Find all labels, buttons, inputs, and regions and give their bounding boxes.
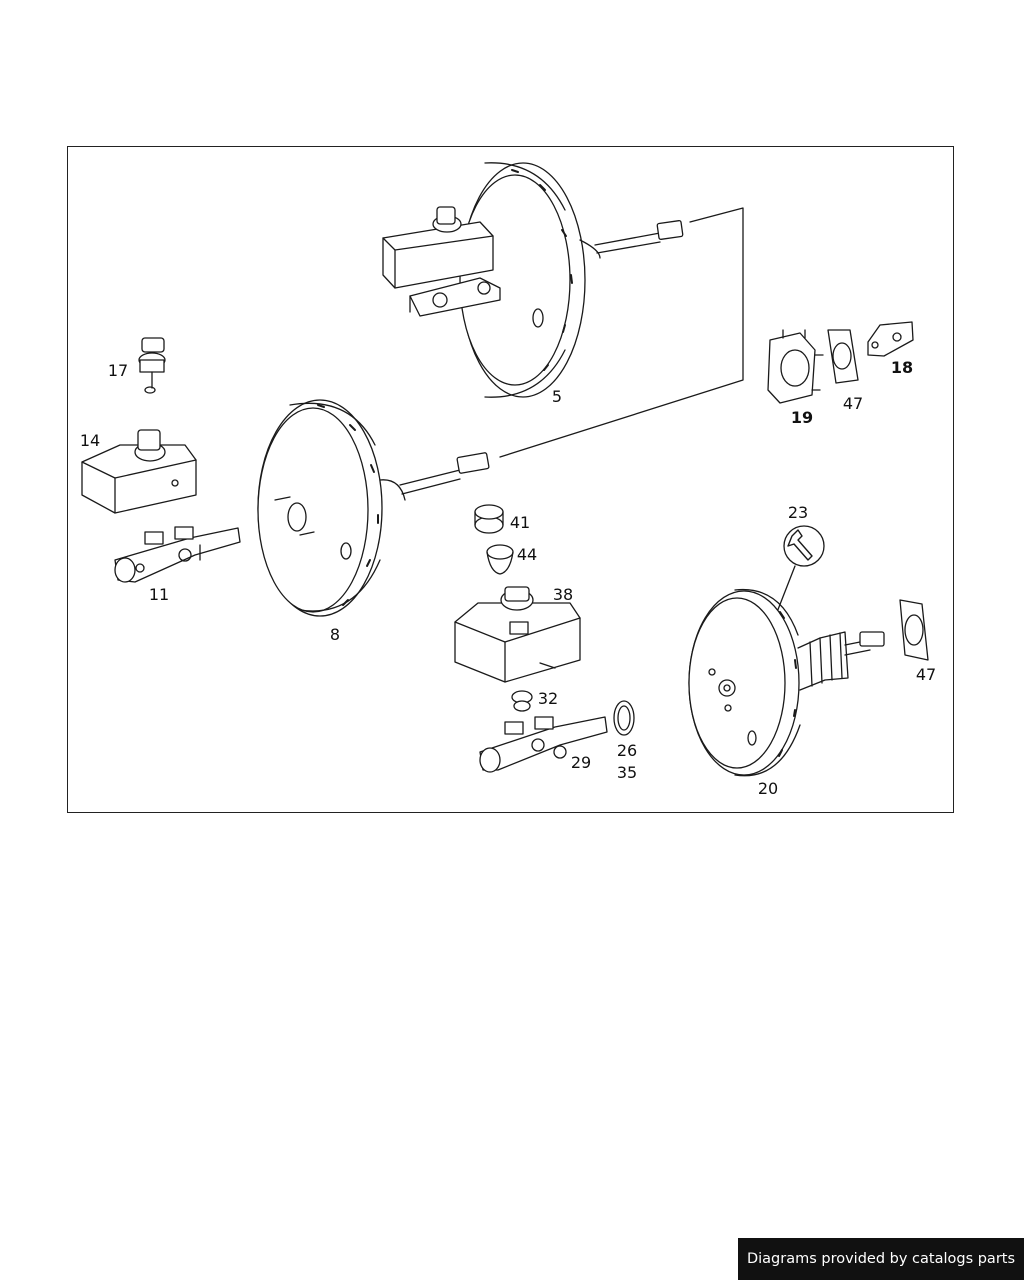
- brake-booster-8: [257, 399, 490, 617]
- part-label-8: 8: [329, 625, 341, 644]
- part-label-47-lower: 47: [915, 665, 937, 684]
- part-label-17: 17: [107, 361, 129, 380]
- reservoir-cap-17: [138, 337, 166, 394]
- part-label-20: 20: [757, 779, 779, 798]
- master-cylinder-29: [479, 716, 608, 773]
- gasket-47-lower: [899, 599, 929, 661]
- part-label-19: 19: [790, 408, 814, 427]
- part-label-14: 14: [79, 431, 101, 450]
- wrench-icon: [769, 525, 825, 631]
- part-label-41: 41: [509, 513, 531, 532]
- part-label-26: 26: [616, 741, 638, 760]
- part-label-11: 11: [148, 585, 170, 604]
- gasket-47-upper: [827, 329, 859, 384]
- credit-text: Diagrams provided by catalogs parts: [746, 1251, 1016, 1267]
- master-cylinder-11: [114, 526, 241, 583]
- strainer-44: [486, 544, 514, 575]
- fluid-reservoir-38: [454, 586, 581, 683]
- fluid-reservoir-14: [81, 429, 197, 514]
- credit-banner: Diagrams provided by catalogs parts: [738, 1238, 1024, 1280]
- part-label-44: 44: [516, 545, 538, 564]
- brake-booster-20: [688, 588, 885, 777]
- seal-ring-26-35: [613, 700, 635, 736]
- part-label-32: 32: [537, 689, 559, 708]
- part-label-38: 38: [552, 585, 574, 604]
- grommet-32: [511, 690, 533, 712]
- leader-lines: [499, 207, 744, 458]
- part-label-18: 18: [890, 358, 914, 377]
- cap-41: [474, 504, 504, 534]
- part-label-47-upper: 47: [842, 394, 864, 413]
- part-label-5: 5: [551, 387, 563, 406]
- bracket-18: [867, 321, 914, 357]
- brake-booster-5: [382, 162, 684, 398]
- part-label-35: 35: [616, 763, 638, 782]
- part-label-29: 29: [570, 753, 592, 772]
- mounting-plate-19: [767, 329, 824, 404]
- part-label-23: 23: [787, 503, 809, 522]
- diagram-frame: [67, 146, 954, 813]
